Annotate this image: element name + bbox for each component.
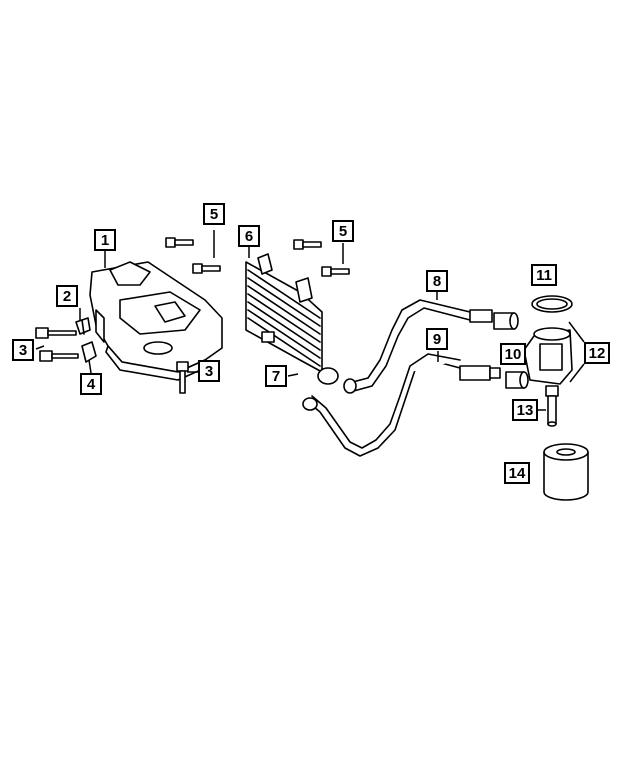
part-10-connector-lower (505, 371, 529, 389)
callout-11: 11 (531, 264, 557, 286)
callout-13: 13 (512, 399, 538, 421)
part-11-seal (531, 295, 573, 313)
part-12-filter-housing (523, 327, 573, 385)
part-3-bolt-upper (35, 327, 77, 339)
part-4-clip (81, 341, 97, 363)
part-7-hose (302, 353, 461, 457)
part-3-bolt-vertical (176, 361, 189, 394)
part-3-bolt-lower (39, 350, 79, 362)
callout-1: 1 (94, 229, 116, 251)
callout-4: 4 (80, 373, 102, 395)
callout-6: 6 (238, 225, 260, 247)
callout-3-left: 3 (12, 339, 34, 361)
part-5-bolt-c (293, 239, 322, 250)
callout-14: 14 (504, 462, 530, 484)
part-13-sensor (545, 385, 559, 427)
part-5-bolt-b (192, 263, 221, 274)
callout-12: 12 (584, 342, 610, 364)
callout-3-right: 3 (198, 360, 220, 382)
callout-2: 2 (56, 285, 78, 307)
leader-lines (35, 230, 585, 411)
part-6-oil-cooler (245, 253, 339, 385)
part-2-clip (75, 317, 91, 335)
part-14-oil-filter (543, 443, 589, 501)
callout-9: 9 (426, 328, 448, 350)
callout-8: 8 (426, 270, 448, 292)
part-9-fitting (459, 365, 501, 381)
part-5-bolt-d (321, 266, 350, 277)
callout-5-left: 5 (203, 203, 225, 225)
part-5-bolt-a (165, 237, 194, 248)
callout-10: 10 (500, 343, 526, 365)
part-1-cover (89, 261, 223, 381)
callout-7: 7 (265, 365, 287, 387)
callout-5-right: 5 (332, 220, 354, 242)
part-10-connector-upper (493, 312, 519, 330)
